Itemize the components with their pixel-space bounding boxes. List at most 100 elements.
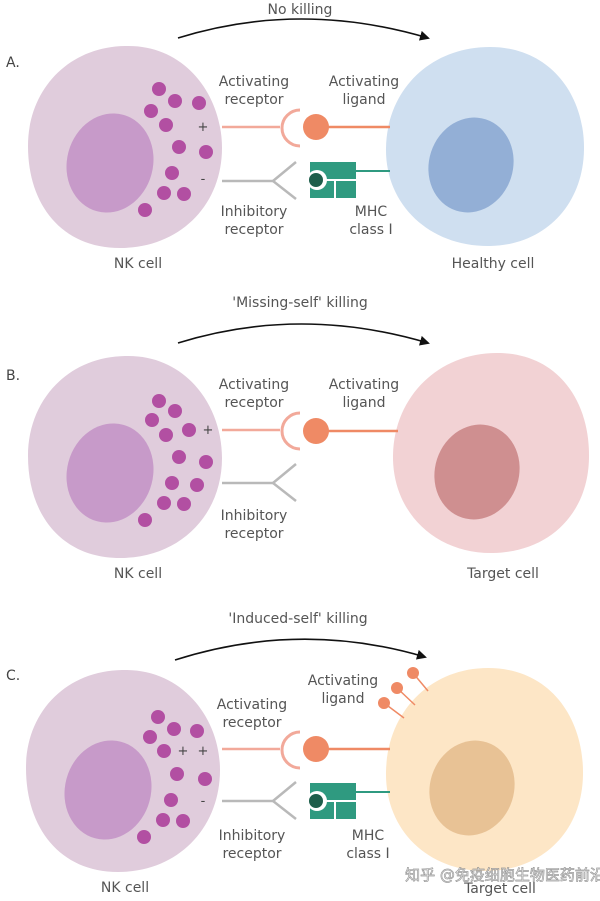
nk-cell-label: NK cell [114,256,162,272]
granule [157,186,171,200]
outcome-arrow [177,323,430,346]
nk-cell: + + - [26,669,220,872]
nk-cell: + - [28,45,222,248]
granule [145,413,159,427]
granule [143,730,157,744]
granule [182,423,196,437]
activating-receptor [222,108,301,148]
cytotoxic-granules [137,710,212,844]
mhc-label: MHC [352,828,385,844]
mhc-label: MHC [355,204,388,220]
activation-sign: + [178,744,189,759]
granule [199,145,213,159]
activating-ligand-label: Activating [329,74,399,90]
healthy-cell [385,47,585,247]
inhibition-sign: - [201,794,206,809]
panel-letter: C. [6,668,20,684]
target-nucleus [434,424,520,520]
outcome-arrow [177,18,430,41]
mhc-label: class I [346,846,389,862]
activating-receptor-label: Activating [217,697,287,713]
activating-ligand-label: Activating [308,673,378,689]
granule [159,428,173,442]
healthy-cell-label: Healthy cell [452,256,535,272]
activating-receptor-label: Activating [219,74,289,90]
panel-letter: B. [6,368,20,384]
cytotoxic-granules [138,394,213,527]
activating-ligand [303,736,390,762]
activating-ligand-label: ligand [342,395,385,411]
granule [192,96,206,110]
outcome-label: No killing [268,2,333,18]
activating-ligand [303,114,390,140]
activation-sign: + [198,744,209,759]
granule [190,478,204,492]
activating-receptor-label: Activating [219,377,289,393]
activation-sign: + [198,120,209,135]
target-cell-label: Target cell [466,566,539,582]
activating-receptor-label: receptor [224,395,283,411]
nk-cell-label: NK cell [114,566,162,582]
granule [198,772,212,786]
target-cell [392,353,590,554]
granule [177,187,191,201]
inhibitory-receptor [222,781,297,820]
inhibitory-receptor [222,161,297,200]
cytotoxic-granules [138,82,213,217]
activating-ligand-label: ligand [342,92,385,108]
outcome-label: 'Induced-self' killing [228,611,367,627]
granule [199,455,213,469]
granule [177,497,191,511]
inhibitory-receptor-label: receptor [224,526,283,542]
granule [152,82,166,96]
nk-cell-label: NK cell [101,880,149,896]
inhibitory-receptor-label: Inhibitory [221,508,288,524]
inhibitory-receptor [222,463,297,502]
granule [172,450,186,464]
panel-a: No killing A. + - NK cell [6,2,585,272]
panel-c: 'Induced-self' killing C. + + - [6,611,584,897]
healthy-nucleus [428,117,514,213]
inhibitory-receptor-label: Inhibitory [221,204,288,220]
inhibitory-receptor-label: receptor [222,846,281,862]
granule [156,813,170,827]
inhibitory-receptor-label: Inhibitory [219,828,286,844]
activating-ligand-label: Activating [329,377,399,393]
inhibitory-receptor-label: receptor [224,222,283,238]
granule [168,404,182,418]
nk-nucleus [66,423,154,523]
activating-receptor-label: receptor [222,715,281,731]
mhc-class-i [307,162,390,198]
nk-cell: + [28,355,222,558]
granule [144,104,158,118]
activating-ligand [303,418,398,444]
granule [170,767,184,781]
outcome-label: 'Missing-self' killing [232,295,368,311]
nk-nucleus [64,740,152,840]
granule [172,140,186,154]
activation-sign: + [203,423,214,438]
granule [168,94,182,108]
granule [157,496,171,510]
panel-b: 'Missing-self' killing B. + NK cel [6,295,590,582]
granule [137,830,151,844]
granule [151,710,165,724]
activating-receptor [222,730,301,770]
mhc-label: class I [349,222,392,238]
granule [190,724,204,738]
granule [165,166,179,180]
granule [138,203,152,217]
outcome-arrow [174,638,427,661]
nk-nucleus [66,113,154,213]
target-cell [385,668,584,872]
granule [152,394,166,408]
watermark: 知乎 @免疫细胞生物医药前沿 [405,866,600,884]
panel-letter: A. [6,55,20,71]
mhc-class-i [307,783,390,819]
granule [167,722,181,736]
inhibition-sign: - [201,172,206,187]
granule [165,476,179,490]
activating-receptor [222,411,301,451]
granule [138,513,152,527]
